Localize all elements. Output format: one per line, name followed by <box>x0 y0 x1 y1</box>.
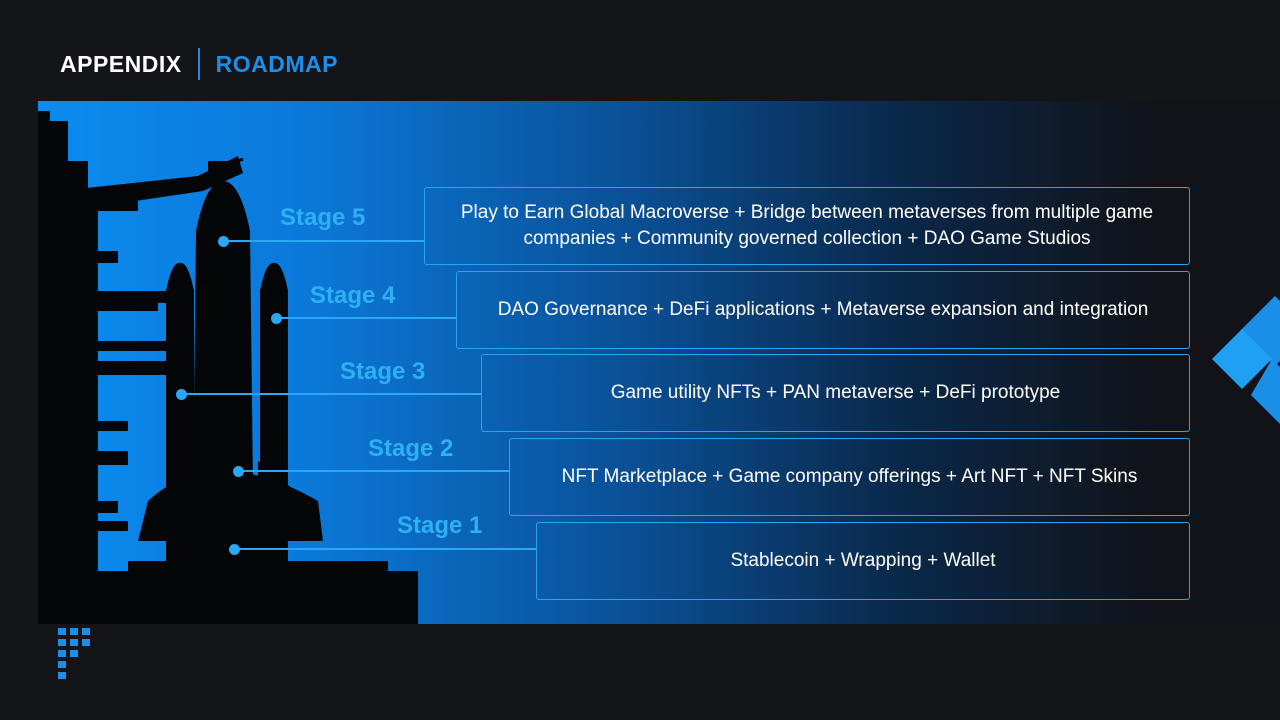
stage-2-box: NFT Marketplace + Game company offerings… <box>509 438 1190 516</box>
stage-2-connector <box>239 470 509 472</box>
stage-3-dot <box>176 389 187 400</box>
roadmap-banner: Stage 5 Play to Earn Global Macroverse +… <box>38 101 1280 624</box>
stage-2-label: Stage 2 <box>368 435 454 462</box>
stage-4-box: DAO Governance + DeFi applications + Met… <box>456 271 1190 349</box>
stage-4-connector <box>277 317 456 319</box>
stage-5-box: Play to Earn Global Macroverse + Bridge … <box>424 187 1190 265</box>
stage-5-connector <box>224 240 425 242</box>
stage-2-dot <box>233 466 244 477</box>
stage-5-label: Stage 5 <box>280 204 366 231</box>
stage-3-label: Stage 3 <box>340 358 426 385</box>
page-title: ROADMAP <box>215 50 338 77</box>
slide-header: APPENDIX ROADMAP <box>60 48 338 80</box>
stage-1-connector <box>235 548 536 550</box>
decorative-dots-icon <box>58 628 90 679</box>
stage-1-label: Stage 1 <box>397 512 483 539</box>
stage-1-dot <box>229 544 240 555</box>
stage-4-dot <box>271 313 282 324</box>
stage-3-box: Game utility NFTs + PAN metaverse + DeFi… <box>481 354 1190 432</box>
header-divider <box>197 48 200 80</box>
rocket-launch-silhouette <box>38 111 418 624</box>
decorative-diamonds-icon <box>1212 296 1280 424</box>
stage-1-box: Stablecoin + Wrapping + Wallet <box>536 522 1190 600</box>
stage-3-connector <box>182 393 481 395</box>
stage-4-label: Stage 4 <box>310 282 396 309</box>
section-title: APPENDIX <box>60 50 182 77</box>
stage-5-dot <box>218 236 229 247</box>
